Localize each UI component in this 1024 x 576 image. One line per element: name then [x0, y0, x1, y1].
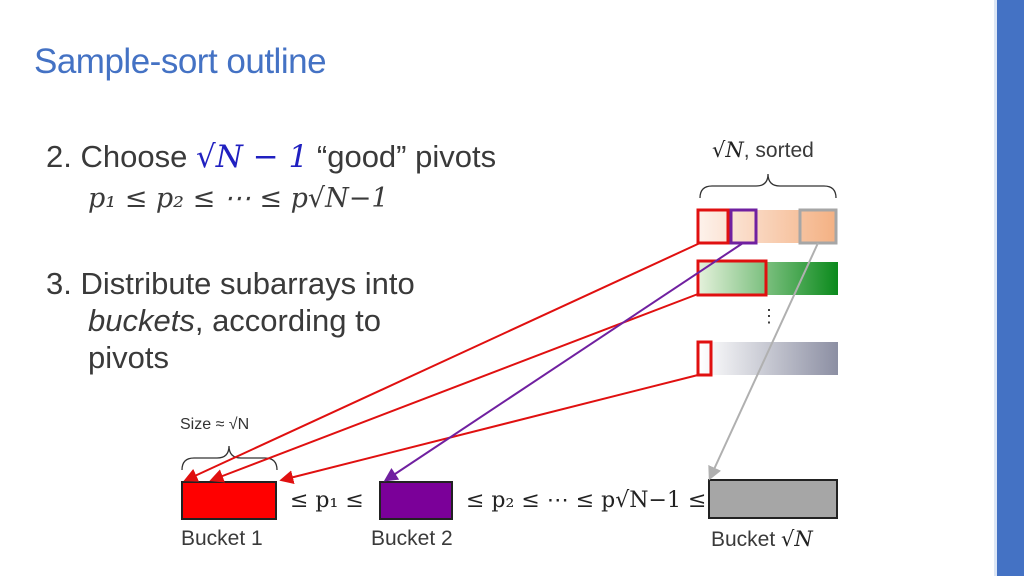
- step-2-suffix: “good” pivots: [316, 139, 497, 174]
- subarray-2: [700, 262, 838, 295]
- subarray-1-sample-2: [729, 208, 758, 245]
- vertical-ellipsis: ⋮: [760, 306, 778, 326]
- bucket-2: [379, 481, 453, 520]
- arrow-subarray1-to-bucket2: [383, 242, 744, 482]
- subarray-1: [700, 210, 836, 243]
- subarray-last-sample: [696, 340, 713, 377]
- step-3-text: Distribute subarrays into: [80, 266, 415, 301]
- subarray-last: [700, 342, 838, 375]
- subarray-label-text: , sorted: [743, 139, 814, 162]
- pivot-count-formula: √N − 1: [195, 139, 309, 175]
- bucket-size-brace: [181, 445, 278, 471]
- bucket-size-label: Size ≈ √N: [180, 416, 250, 433]
- bucket-1-label: Bucket 1: [181, 527, 263, 550]
- bucket-1: [181, 481, 277, 520]
- subarray-label-math: √N: [712, 138, 744, 162]
- arrow-subarray1-to-bucketn: [708, 242, 819, 481]
- step-3-line2: buckets, according to: [88, 302, 381, 339]
- bucket-n-label-math: √N: [781, 527, 813, 551]
- step-3-line2-rest: , according to: [194, 303, 381, 338]
- step-3-line1: 3. Distribute subarrays into: [46, 265, 415, 302]
- bucket-n-label: Bucket √N: [711, 527, 813, 552]
- pivot-order-formula: p₁ ≤ p₂ ≤ ⋯ ≤ p√N−1: [88, 183, 389, 214]
- subarray-brace: [699, 173, 837, 199]
- step-2-number: 2.: [46, 139, 72, 174]
- arrow-subarray2-to-bucket1: [209, 293, 699, 483]
- subarray-label: √N, sorted: [712, 138, 814, 163]
- bucket-2-label: Bucket 2: [371, 527, 453, 550]
- bucket-n-label-text: Bucket: [711, 528, 776, 551]
- arrow-subarray1-to-bucket1: [183, 242, 701, 482]
- arrow-last-to-bucket1: [279, 374, 699, 485]
- slide-title: Sample-sort outline: [34, 42, 327, 81]
- subarray-1-sample-1: [696, 208, 730, 245]
- separator-p1: ≤ p₁ ≤: [290, 488, 364, 513]
- step-3-line3: pivots: [88, 340, 169, 375]
- subarray-2-sample: [696, 259, 768, 297]
- separator-p2-pn: ≤ p₂ ≤ ⋯ ≤ p√N−1 ≤: [466, 488, 707, 513]
- step-2-line1: 2. Choose √N − 1 “good” pivots: [46, 138, 496, 176]
- slide-accent-bar-edge: [994, 0, 997, 576]
- buckets-word: buckets: [88, 303, 195, 338]
- step-2-prefix: Choose: [80, 139, 188, 174]
- step-3-number: 3.: [46, 266, 72, 301]
- slide-accent-bar: [997, 0, 1024, 576]
- bucket-n: [708, 479, 838, 519]
